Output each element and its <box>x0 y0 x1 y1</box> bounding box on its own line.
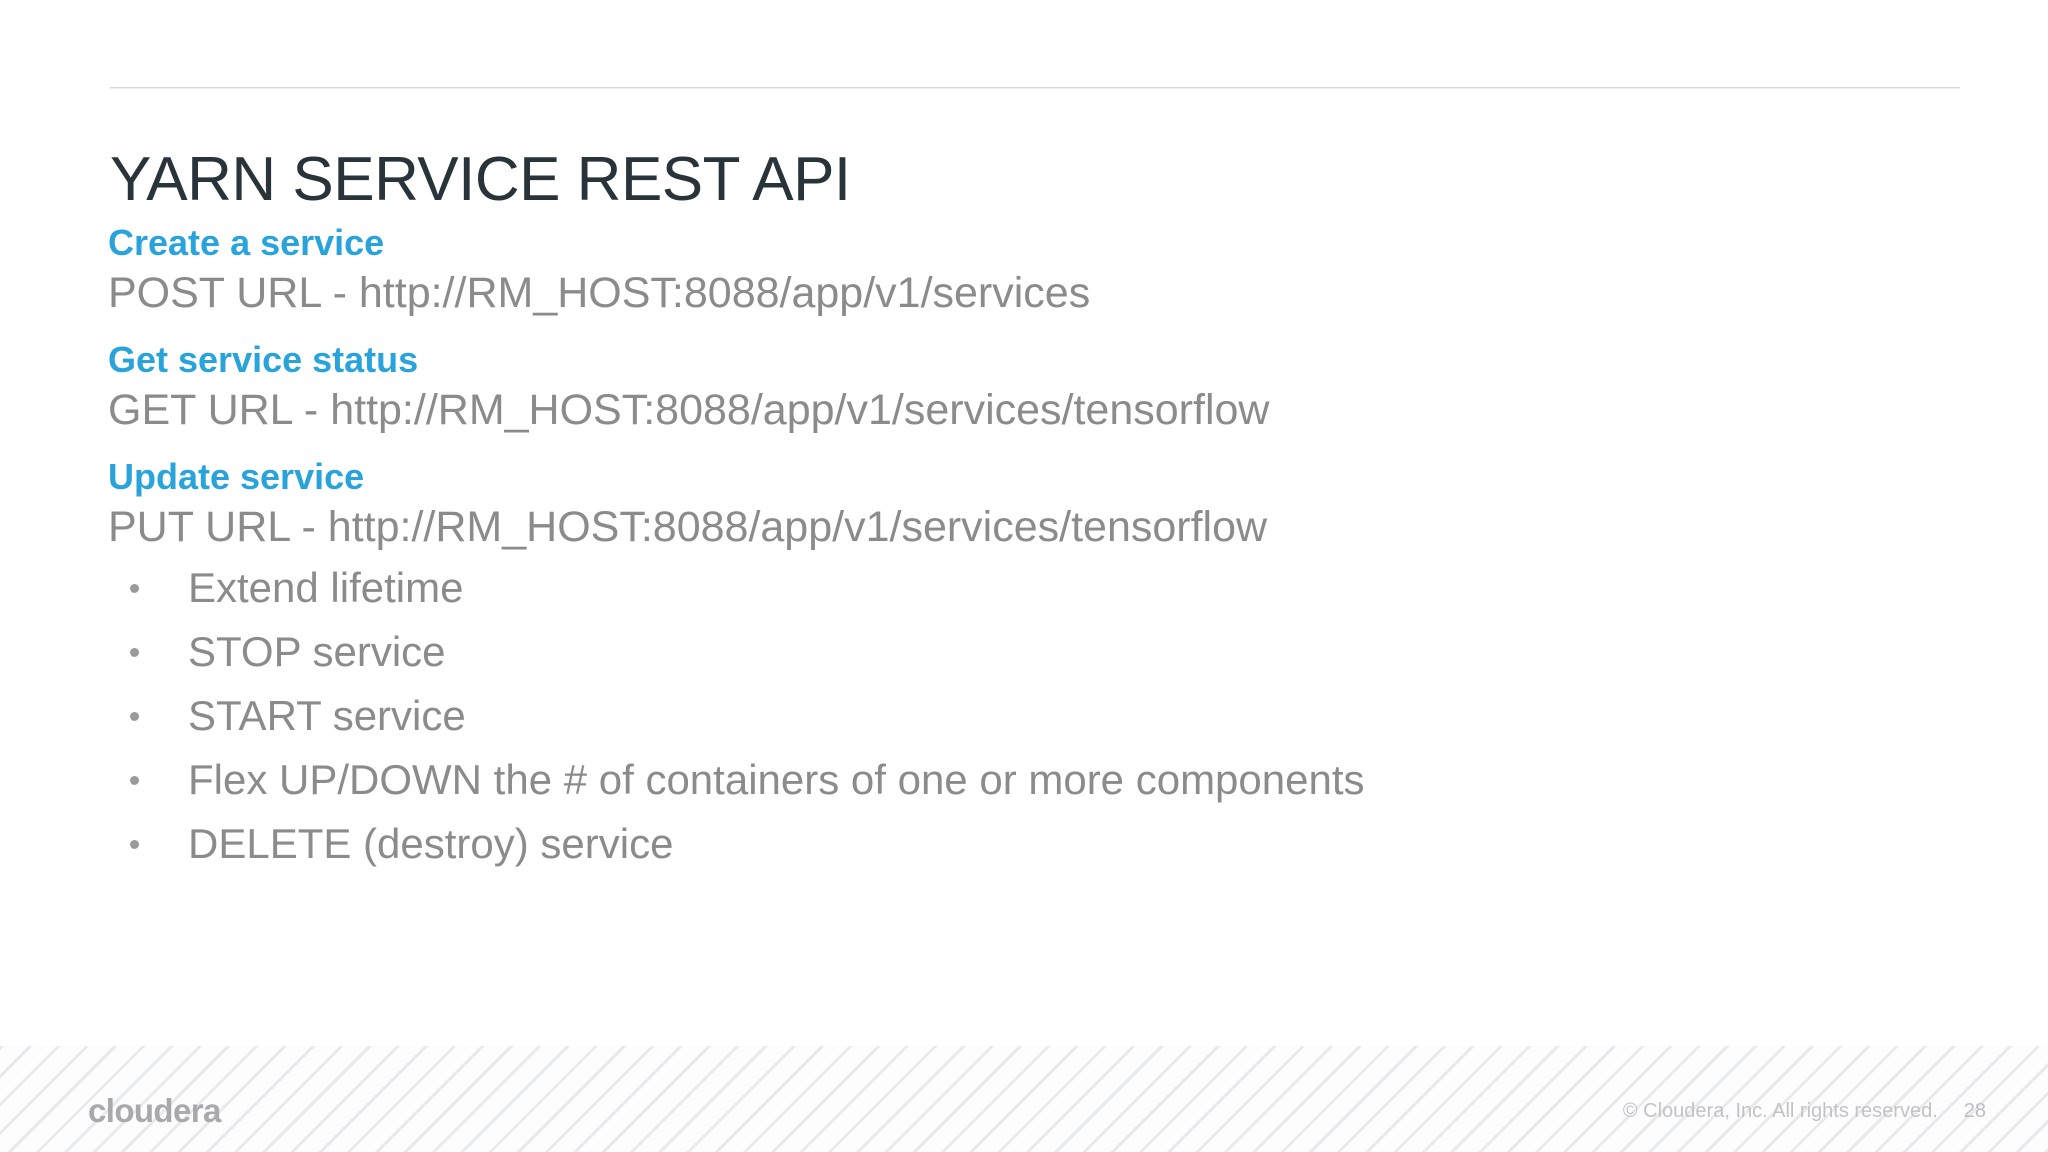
cloudera-logo: cloudera <box>88 1092 221 1129</box>
section-heading-create-a-service: Create a service <box>108 222 385 263</box>
page-title: YARN SERVICE REST API <box>110 144 851 214</box>
list-item-label: START service <box>188 692 466 739</box>
bullet-dot-icon <box>130 840 139 849</box>
bullet-dot-icon <box>130 648 139 657</box>
url-line-post: POST URL - http://RM_HOST:8088/app/v1/se… <box>108 269 1091 317</box>
bullet-dot-icon <box>130 776 139 785</box>
section-heading-update-service: Update service <box>108 456 365 497</box>
bullet-dot-icon <box>130 712 139 721</box>
list-item: STOP service <box>108 631 1948 673</box>
list-item-label: STOP service <box>188 628 446 675</box>
url-line-put: PUT URL - http://RM_HOST:8088/app/v1/ser… <box>108 503 1268 551</box>
footer-meta: © Cloudera, Inc. All rights reserved. 28 <box>1623 1100 1986 1123</box>
list-item: START service <box>108 695 1948 737</box>
section-heading-get-service-status: Get service status <box>108 339 419 380</box>
list-item-label: Extend lifetime <box>188 564 464 611</box>
slide-body: Create a service POST URL - http://RM_HO… <box>108 225 1948 887</box>
list-item: Extend lifetime <box>108 567 1948 609</box>
footer-band <box>0 1046 2048 1152</box>
list-item-label: DELETE (destroy) service <box>188 820 674 867</box>
page-number: 28 <box>1963 1100 1986 1122</box>
list-item: DELETE (destroy) service <box>108 823 1948 865</box>
list-item-label: Flex UP/DOWN the # of containers of one … <box>188 756 1365 803</box>
bullet-dot-icon <box>130 584 139 593</box>
list-item: Flex UP/DOWN the # of containers of one … <box>108 759 1948 801</box>
copyright-text: © Cloudera, Inc. All rights reserved. <box>1622 1100 1938 1122</box>
title-divider-rule <box>110 87 1960 89</box>
update-service-bullet-list: Extend lifetime STOP service START servi… <box>108 567 1948 865</box>
url-line-get: GET URL - http://RM_HOST:8088/app/v1/ser… <box>108 386 1270 434</box>
